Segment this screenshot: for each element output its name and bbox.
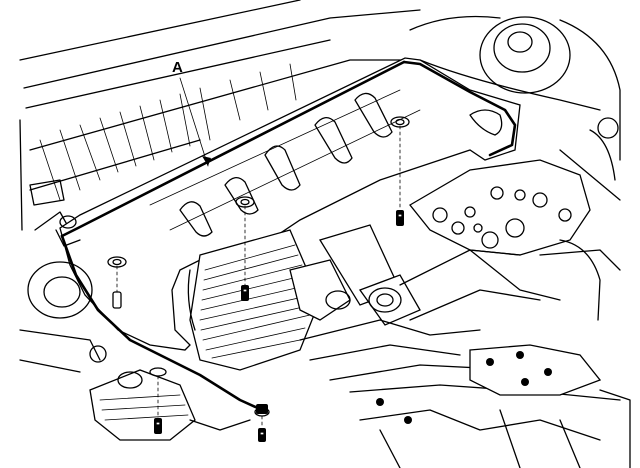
lower-left-structure [19,261,251,441]
bolt-5 [254,404,270,442]
bolt-4 [149,367,167,434]
exhaust-pipe [289,224,621,401]
bolt-1 [390,116,410,226]
oil-pan [187,229,321,371]
callout-a: A [172,59,211,167]
subframe-right [409,159,621,321]
callout-label: A [172,59,183,76]
lower-right-structure [359,344,631,468]
frame-rail-upper [19,0,421,231]
undercover-panel [55,57,521,412]
bolt-3 [107,256,127,309]
bolt-2 [235,196,255,301]
strut-mount [409,15,621,201]
